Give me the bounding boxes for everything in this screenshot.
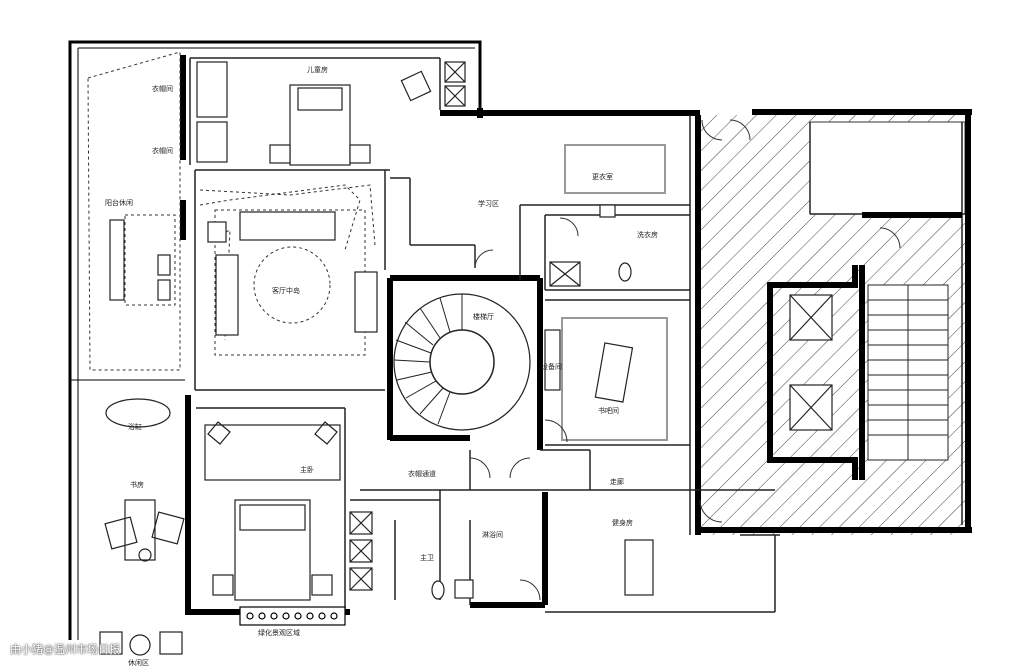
core-stair xyxy=(867,284,949,461)
room-label: 儿童房 xyxy=(307,66,328,74)
bay-window xyxy=(239,606,346,626)
room-label: 绿化景观区域 xyxy=(258,629,300,637)
elevators xyxy=(789,294,833,431)
room-label: 学习区 xyxy=(478,200,499,208)
room-label: 健身房 xyxy=(612,519,633,527)
room-label: 洗衣房 xyxy=(637,231,658,239)
room-label: 衣帽间 xyxy=(152,85,173,93)
outer-walls xyxy=(68,40,482,640)
room-label: 衣帽通道 xyxy=(408,470,436,478)
room-label: 淋浴间 xyxy=(482,531,503,539)
gym-equipment xyxy=(624,539,654,596)
ceiling-outlines xyxy=(561,144,668,441)
room-label: 主卧 xyxy=(300,466,314,474)
doors xyxy=(469,119,901,601)
room-label: 浴缸 xyxy=(128,423,142,431)
room-label: 设备间 xyxy=(541,363,562,371)
room-label: 休闲区 xyxy=(128,659,149,667)
sofa xyxy=(239,211,336,241)
watermark: 由小猪@温州市场日报 xyxy=(10,643,120,656)
room-label: 主卫 xyxy=(420,554,434,562)
room-label: 更衣室 xyxy=(592,173,613,181)
room-label: 走廊 xyxy=(610,478,624,486)
room-label: 楼梯厅 xyxy=(473,313,494,321)
room-label: 书吧间 xyxy=(598,407,619,415)
room-label: 阳台休闲 xyxy=(105,199,133,207)
main-walls xyxy=(180,55,972,615)
core-walls xyxy=(767,212,962,480)
room-label: 客厅中岛 xyxy=(272,287,300,295)
secondary-walls xyxy=(189,57,965,613)
room-label: 书房 xyxy=(130,481,144,489)
furniture xyxy=(99,61,654,656)
bathtub xyxy=(105,398,171,428)
spiral-staircase xyxy=(393,293,531,431)
room-label: 衣帽间 xyxy=(152,147,173,155)
